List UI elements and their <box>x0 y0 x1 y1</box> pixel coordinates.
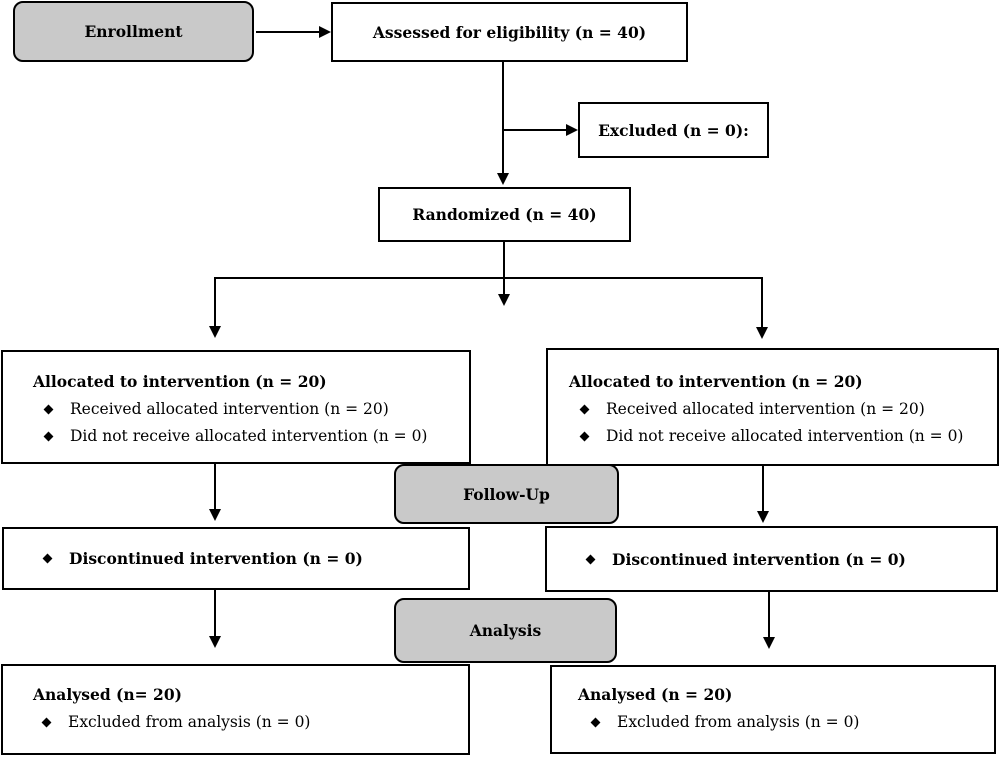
left-allocation-title: Allocated to intervention (n = 20) <box>33 372 327 391</box>
right-not-received-item: Did not receive allocated intervention (… <box>579 427 964 445</box>
left-allocation-box: Allocated to intervention (n = 20) Recei… <box>1 350 471 464</box>
right-not-received-label: Did not receive allocated intervention (… <box>606 427 964 445</box>
connector-right-analysis <box>768 592 770 638</box>
connector-left-branch <box>214 277 216 327</box>
connector-right-followup <box>762 466 764 512</box>
left-not-received-item: Did not receive allocated intervention (… <box>43 427 428 445</box>
left-discontinued-label: Discontinued intervention (n = 0) <box>69 549 363 568</box>
bullet-icon <box>43 431 54 441</box>
connector-horizontal-branch <box>214 277 763 279</box>
arrowhead-left-followup <box>209 509 221 521</box>
excluded-box: Excluded (n = 0): <box>578 102 769 158</box>
arrowhead-randomized <box>497 173 509 185</box>
analysis-label: Analysis <box>469 621 542 640</box>
left-not-received-label: Did not receive allocated intervention (… <box>70 427 428 445</box>
right-received-label: Received allocated intervention (n = 20) <box>606 400 925 418</box>
left-discontinued-box: Discontinued intervention (n = 0) <box>2 527 470 590</box>
arrowhead-left-allocation <box>209 326 221 338</box>
right-discontinued-box: Discontinued intervention (n = 0) <box>545 526 998 592</box>
assessed-label: Assessed for eligibility (n = 40) <box>372 22 647 42</box>
connector-randomized-split <box>503 242 505 296</box>
arrowhead-right-followup <box>757 511 769 523</box>
connector-right-branch <box>761 277 763 328</box>
bullet-icon <box>579 404 590 414</box>
left-received-item: Received allocated intervention (n = 20) <box>43 400 389 418</box>
enrollment-stage: Enrollment <box>13 1 254 62</box>
bullet-icon <box>579 431 590 441</box>
assessed-box: Assessed for eligibility (n = 40) <box>331 2 688 62</box>
enrollment-label: Enrollment <box>84 22 183 41</box>
randomized-box: Randomized (n = 40) <box>378 187 631 242</box>
right-allocation-box: Allocated to intervention (n = 20) Recei… <box>546 348 999 466</box>
arrowhead-right-allocation <box>756 327 768 339</box>
right-discontinued-label: Discontinued intervention (n = 0) <box>612 549 906 569</box>
connector-excluded <box>504 129 567 131</box>
right-analysed-title: Analysed (n = 20) <box>578 685 733 704</box>
left-discontinued-item: Discontinued intervention (n = 0) <box>42 529 363 588</box>
arrowhead-right-analysis <box>763 637 775 649</box>
analysis-stage: Analysis <box>394 598 617 663</box>
bullet-icon <box>585 554 596 564</box>
connector-left-analysis <box>214 590 216 637</box>
randomized-label: Randomized (n = 40) <box>412 205 597 224</box>
connector-assessed-randomized <box>502 62 504 174</box>
arrowhead-enrollment-assessed <box>319 26 331 38</box>
right-analysed-box: Analysed (n = 20) Excluded from analysis… <box>550 665 996 754</box>
follow-up-label: Follow-Up <box>463 484 550 504</box>
bullet-icon <box>41 717 52 727</box>
left-analysed-title: Analysed (n= 20) <box>33 685 182 704</box>
left-excluded-analysis-item: Excluded from analysis (n = 0) <box>41 713 311 731</box>
follow-up-stage: Follow-Up <box>394 464 619 524</box>
bullet-icon <box>43 404 54 414</box>
bullet-icon <box>42 553 53 564</box>
right-received-item: Received allocated intervention (n = 20) <box>579 400 925 418</box>
left-analysed-box: Analysed (n= 20) Excluded from analysis … <box>1 664 470 755</box>
connector-enrollment-assessed <box>256 31 320 33</box>
arrowhead-randomized-split <box>498 294 510 306</box>
arrowhead-excluded <box>566 124 578 136</box>
right-allocation-title: Allocated to intervention (n = 20) <box>569 372 863 391</box>
excluded-label: Excluded (n = 0): <box>598 120 749 140</box>
right-excluded-analysis-item: Excluded from analysis (n = 0) <box>590 713 860 731</box>
bullet-icon <box>590 717 601 727</box>
left-received-label: Received allocated intervention (n = 20) <box>70 400 389 418</box>
left-excluded-analysis-label: Excluded from analysis (n = 0) <box>68 713 311 731</box>
connector-left-followup <box>214 464 216 510</box>
right-discontinued-item: Discontinued intervention (n = 0) <box>585 528 906 590</box>
right-excluded-analysis-label: Excluded from analysis (n = 0) <box>617 713 860 731</box>
arrowhead-left-analysis <box>209 636 221 648</box>
